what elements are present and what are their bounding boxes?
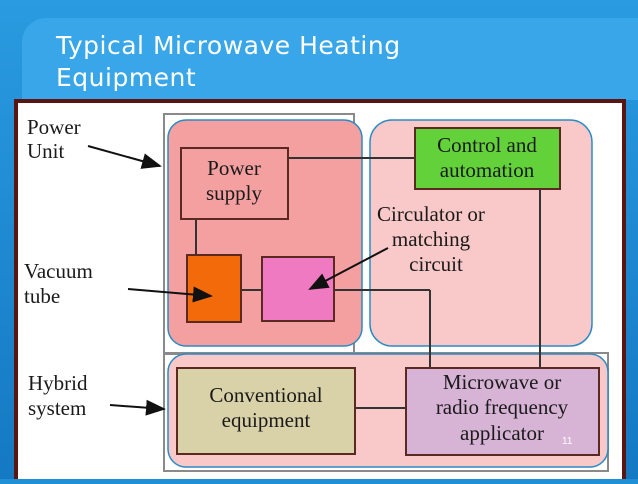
applicator-label-line2: radio frequency	[436, 395, 569, 419]
circulator-label-line3: circuit	[409, 252, 463, 276]
circulator-label-line1: Circulator or	[377, 202, 485, 226]
circulator-label-line2: matching	[392, 227, 471, 251]
circulator-arrow	[308, 247, 389, 290]
control-label-line1: Control and	[437, 133, 537, 157]
slide-number: 11	[562, 436, 573, 447]
conventional-label-line2: equipment	[222, 408, 311, 432]
conventional-label-line1: Conventional	[209, 383, 322, 407]
circulator-box	[261, 256, 335, 322]
power-supply-label-line2: supply	[206, 181, 263, 205]
applicator-box	[405, 367, 600, 456]
label-hybrid-system-line2: system	[28, 396, 86, 420]
slide-title: Typical Microwave Heating Equipment	[56, 30, 496, 94]
slide-title-line-1: Typical Microwave Heating	[56, 31, 401, 60]
title-band	[22, 18, 638, 100]
label-hybrid-system-line1: Hybrid	[28, 371, 88, 395]
power-supply-label-line1: Power	[207, 156, 261, 180]
vacuum-tube-box	[186, 254, 242, 323]
microwave-equipment-diagram: Power Unit Vacuum tube Hybrid system Pow…	[18, 103, 622, 479]
label-power-unit-line2: Unit	[27, 139, 65, 163]
control-automation-box	[414, 127, 561, 190]
slide-title-line-2: Equipment	[56, 63, 197, 92]
applicator-label-line1: Microwave or	[443, 370, 561, 394]
applicator-label-line3: applicator	[460, 421, 544, 445]
control-label-line2: automation	[440, 158, 535, 182]
label-vacuum-tube-line2: tube	[24, 284, 60, 308]
label-vacuum-tube-line1: Vacuum	[24, 259, 93, 283]
conventional-equipment-box	[176, 367, 356, 455]
label-power-unit-line1: Power	[27, 115, 81, 139]
hybrid-system-arrow	[109, 399, 166, 416]
diagram-svg: Power Unit Vacuum tube Hybrid system Pow…	[24, 113, 609, 472]
vacuum-tube-arrow	[127, 286, 213, 303]
power-unit-arrow	[87, 145, 162, 169]
power-supply-box	[180, 147, 289, 220]
